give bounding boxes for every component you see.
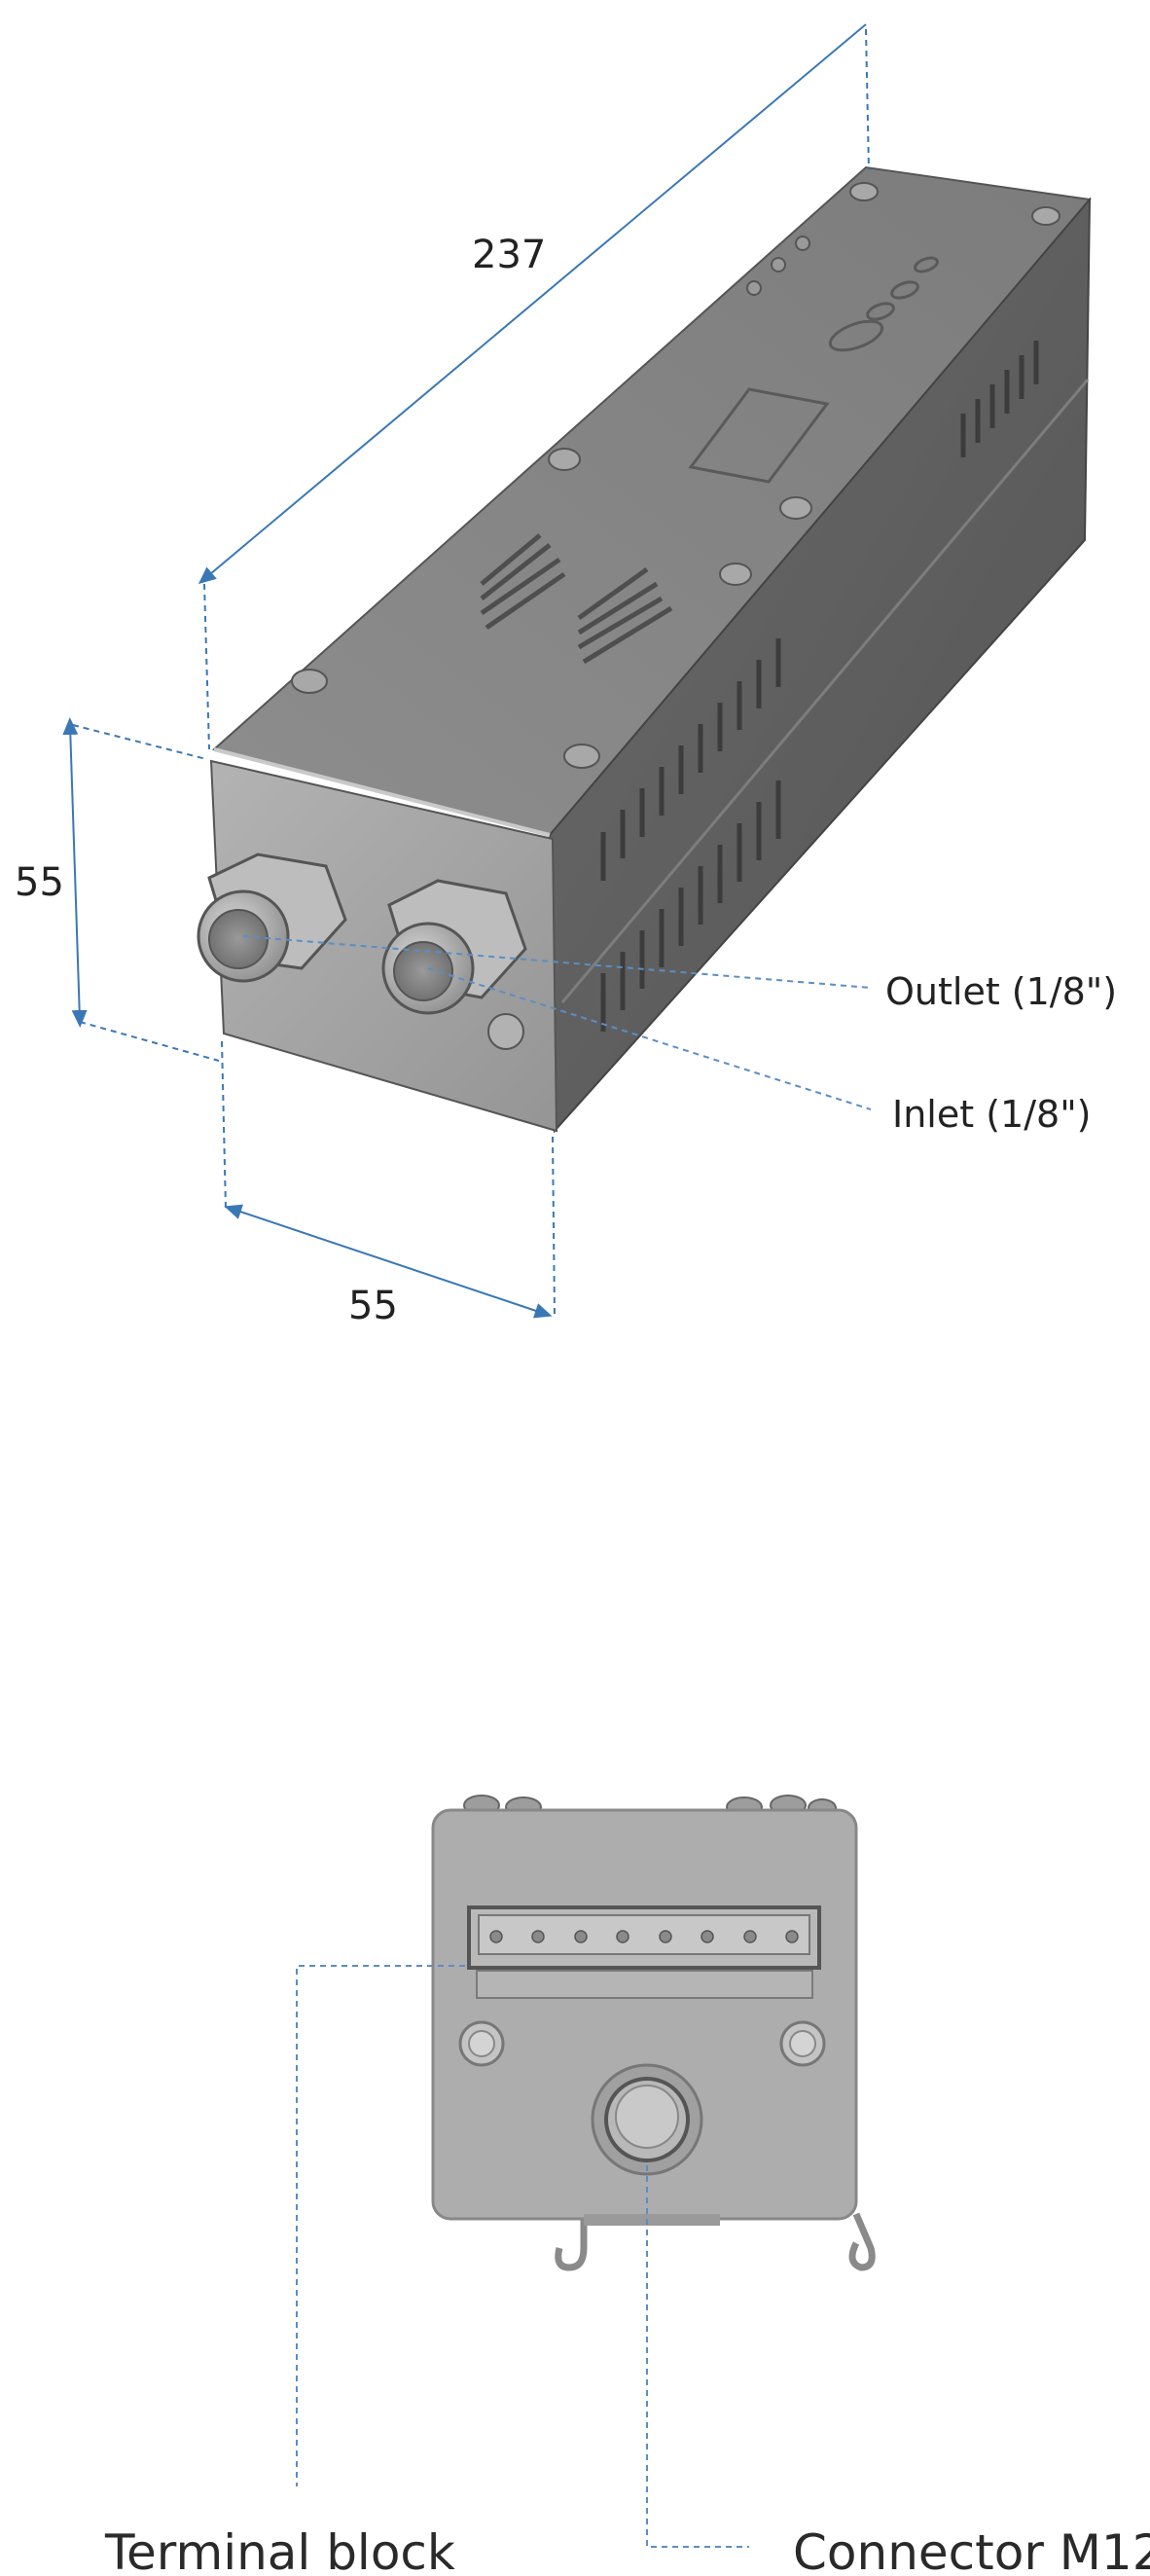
terminal-block-label: Terminal block — [104, 2524, 455, 2576]
indicator-hole — [828, 319, 884, 352]
dimension-length-label: 237 — [472, 233, 546, 277]
side-seam — [560, 379, 1090, 1003]
dimension-width-label: 55 — [348, 1284, 398, 1328]
dimension-height-label: 55 — [15, 860, 64, 905]
terminal-pin — [489, 1930, 799, 1943]
screw-icon — [291, 182, 1060, 769]
indicator-hole — [914, 256, 939, 273]
vent-slot-icon — [600, 780, 781, 1032]
dimension-lines — [62, 23, 870, 1319]
indicator-hole — [890, 280, 919, 300]
display-window-outline — [688, 387, 830, 484]
connector-m12 — [591, 2063, 703, 2176]
vent-slot-icon — [600, 341, 1039, 881]
iso-device-body — [197, 165, 1092, 1134]
connector-m12-label: Connector M12 — [793, 2524, 1150, 2576]
din-rail-clip — [555, 2212, 876, 2271]
screw-icon — [487, 1013, 524, 1050]
vent-slot-icon — [480, 533, 673, 665]
indicator-hole — [866, 302, 895, 321]
callout-leaders — [242, 935, 872, 1110]
front-callout-leaders — [296, 1965, 749, 2548]
front-view-device — [431, 1795, 876, 2271]
inlet-label: Inlet (1/8") — [892, 1093, 1092, 1136]
screw-icon — [458, 2020, 826, 2067]
outlet-label: Outlet (1/8") — [885, 970, 1117, 1013]
